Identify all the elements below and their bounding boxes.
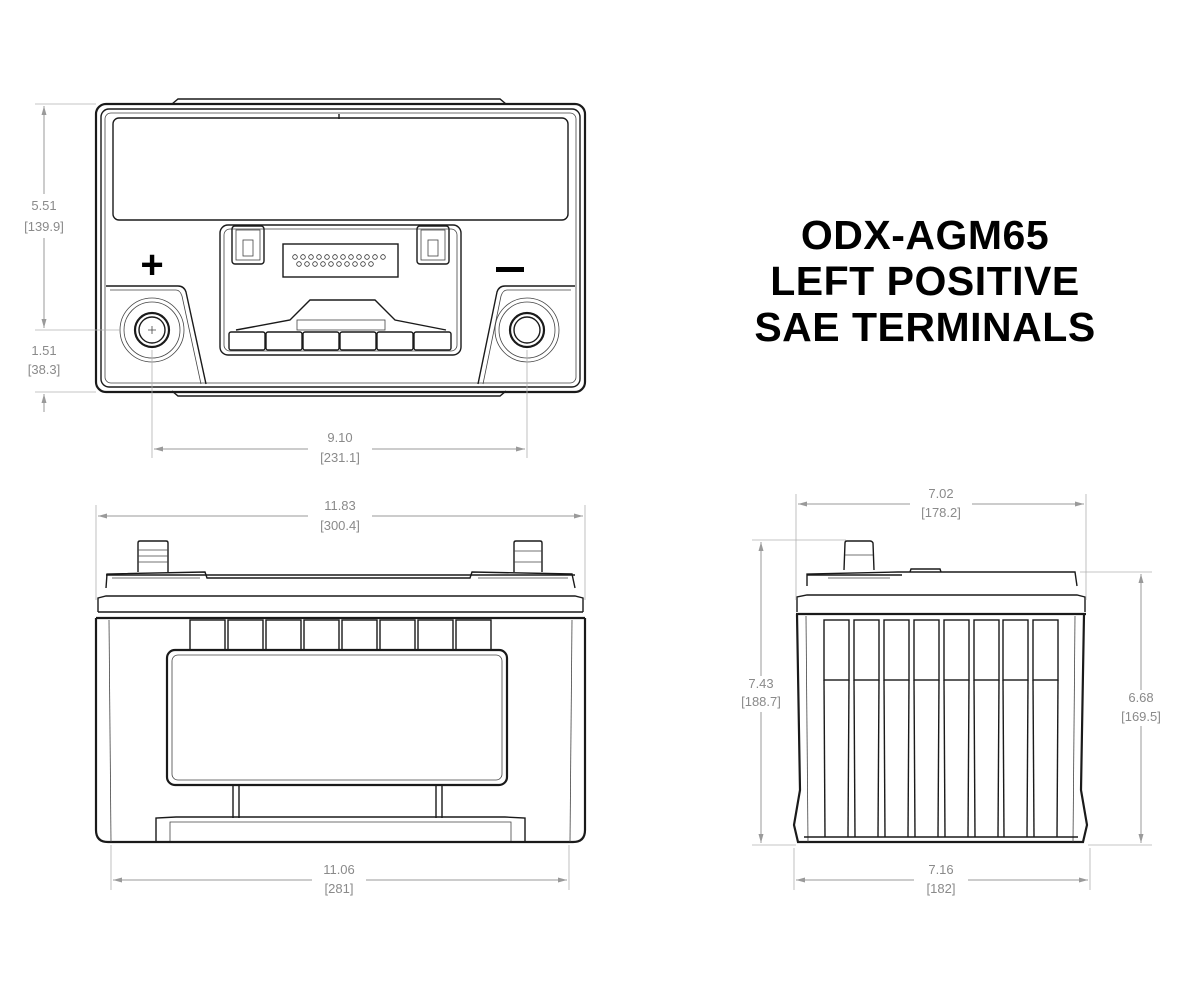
svg-text:[300.4]: [300.4] <box>320 518 360 533</box>
svg-text:9.10: 9.10 <box>327 430 352 445</box>
svg-text:6.68: 6.68 <box>1128 690 1153 705</box>
svg-text:[139.9]: [139.9] <box>24 219 64 234</box>
terminal-type-title: SAE TERMINALS <box>754 304 1096 350</box>
side-view <box>792 540 1089 844</box>
svg-text:11.83: 11.83 <box>324 498 356 513</box>
side-view-dimensions: 7.02 [178.2] 7.43 [188.7] 6.68 [169.5] 7… <box>741 486 1161 896</box>
svg-text:11.06: 11.06 <box>323 862 355 877</box>
svg-text:[169.5]: [169.5] <box>1121 709 1161 724</box>
terminal-layout-title: LEFT POSITIVE <box>770 258 1080 304</box>
svg-text:1.51: 1.51 <box>31 343 56 358</box>
front-view-dimensions: 11.83 [300.4] 11.06 [281] <box>95 498 586 896</box>
front-negative-post <box>513 540 543 572</box>
svg-text:[231.1]: [231.1] <box>320 450 360 465</box>
front-positive-post <box>137 540 169 572</box>
svg-text:[188.7]: [188.7] <box>741 694 781 709</box>
side-post <box>843 540 875 571</box>
handle-grip-segments <box>228 331 452 351</box>
svg-text:7.43: 7.43 <box>748 676 773 691</box>
negative-symbol <box>496 267 524 272</box>
front-view <box>94 540 587 844</box>
top-view: + <box>94 98 587 397</box>
svg-text:[182]: [182] <box>927 881 956 896</box>
cell-caps <box>189 619 492 651</box>
svg-text:[178.2]: [178.2] <box>921 505 961 520</box>
svg-text:7.16: 7.16 <box>928 862 953 877</box>
svg-text:7.02: 7.02 <box>928 486 953 501</box>
handle-clip-right <box>416 225 450 265</box>
handle-clip-left <box>231 225 265 265</box>
vent-holes <box>292 254 386 267</box>
model-title: ODX-AGM65 <box>800 212 1050 258</box>
svg-text:[38.3]: [38.3] <box>28 362 61 377</box>
positive-symbol: + <box>140 243 163 287</box>
title-block: ODX-AGM65 LEFT POSITIVE SAE TERMINALS <box>730 212 1120 350</box>
svg-text:5.51: 5.51 <box>31 198 56 213</box>
top-view-dimensions: 5.51 [139.9] 1.51 [38.3] 9.10 [231.1] <box>24 103 528 465</box>
side-cells <box>823 619 1059 838</box>
svg-text:[281]: [281] <box>325 881 354 896</box>
